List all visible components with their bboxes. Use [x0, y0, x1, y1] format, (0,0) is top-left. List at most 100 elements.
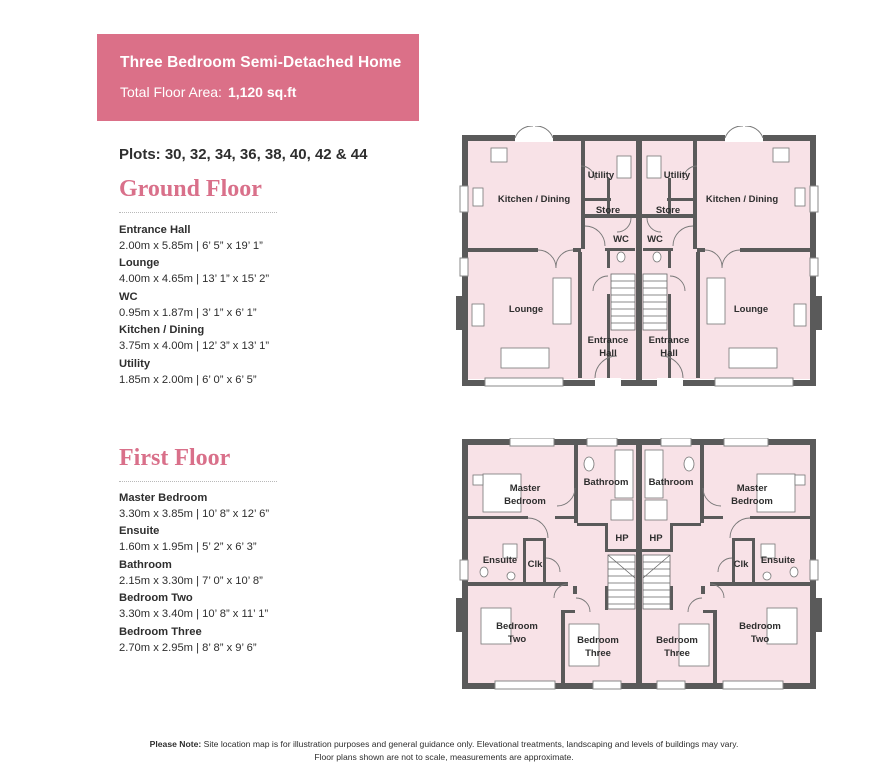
first-floor-plan-drawing: Master Bedroom Master Bedroom Bathroom B…	[456, 438, 822, 690]
plan-label-hall-right: Hall	[660, 348, 677, 359]
staircases	[607, 554, 671, 610]
plan-label-bathroom-right: Bathroom	[649, 477, 694, 488]
plan-label-hp-left: HP	[615, 533, 629, 544]
first-floor-divider	[119, 481, 277, 482]
plan-label-bed3-right: Bedroom	[656, 635, 698, 646]
note-line-1: Site location map is for illustration pu…	[203, 739, 739, 749]
room-name: Bedroom Three	[119, 625, 202, 638]
side-window-right-lower	[809, 257, 819, 277]
room-bedroom-three: Bedroom Three 2.70m x 2.95m | 8’ 8” x 9’ …	[119, 624, 379, 657]
internal-door-swings	[527, 487, 751, 613]
room-dimensions: 3.30m x 3.85m | 10’ 8” x 12’ 6”	[119, 508, 270, 520]
plan-label-hp-right: HP	[649, 533, 663, 544]
french-door-gap-left	[515, 134, 553, 142]
side-window-left	[459, 185, 469, 213]
room-ensuite: Ensuite 1.60m x 1.95m | 5’ 2” x 6’ 3”	[119, 523, 379, 556]
plan-label-three-left: Three	[585, 648, 611, 659]
french-door-swing-right	[724, 126, 764, 139]
plan-label-two-left: Two	[508, 634, 526, 645]
plan-label-kitchen-left: Kitchen / Dining	[498, 194, 571, 205]
front-window-left	[484, 377, 564, 387]
note-label: Please Note:	[149, 739, 202, 749]
front-window-right	[714, 377, 794, 387]
room-bedroom-two: Bedroom Two 3.30m x 3.40m | 10’ 8” x 11’ …	[119, 590, 379, 623]
french-door-gap-right	[725, 134, 763, 142]
room-name: Entrance Hall	[119, 224, 191, 236]
plan-label-clk-left: Clk	[528, 559, 544, 570]
plan-label-entrance-left: Entrance	[588, 335, 629, 346]
plan-label-bed3-left: Bedroom	[577, 635, 619, 646]
room-lounge: Lounge 4.00m x 4.65m | 13’ 1” x 15’ 2”	[119, 255, 379, 288]
plan-label-store-left: Store	[596, 205, 620, 216]
room-name: Bedroom Two	[119, 592, 193, 605]
room-dimensions: 4.00m x 4.65m | 13’ 1” x 15’ 2”	[119, 273, 270, 286]
disclaimer-note: Please Note: Site location map is for il…	[0, 739, 888, 749]
internal-walls-left	[468, 445, 636, 684]
internal-walls-right	[642, 141, 810, 378]
plan-label-clk-right: Clk	[734, 559, 750, 570]
plan-label-master-left: Master	[510, 483, 541, 494]
room-dimensions: 2.00m x 5.85m | 6’ 5” x 19’ 1”	[119, 240, 263, 252]
home-type-title: Three Bedroom Semi-Detached Home	[120, 54, 402, 71]
ground-floor-room-list: Entrance Hall 2.00m x 5.85m | 6’ 5” x 19’…	[119, 222, 379, 389]
staircases	[610, 273, 668, 331]
room-name: Ensuite	[119, 525, 160, 538]
plan-label-bathroom-left: Bathroom	[584, 477, 629, 488]
plan-label-utility-right: Utility	[664, 170, 691, 181]
plan-label-three-right: Three	[664, 648, 690, 659]
room-name: Utility	[119, 357, 151, 370]
plan-label-master-bedroom-right: Bedroom	[731, 496, 773, 507]
room-name: Lounge	[119, 257, 160, 270]
plan-label-two-right: Two	[751, 634, 769, 645]
room-dimensions: 3.30m x 3.40m | 10’ 8” x 11’ 1”	[119, 608, 269, 621]
room-name: Kitchen / Dining	[119, 324, 205, 337]
floor-area-value: 1,120 sq.ft	[227, 84, 297, 100]
rear-windows	[459, 438, 819, 690]
party-wall	[636, 442, 642, 686]
lounge-furniture	[471, 277, 807, 369]
disclaimer-note-line-2: Floor plans shown are not to scale, meas…	[314, 752, 574, 762]
ground-floor-heading: Ground Floor	[119, 176, 262, 202]
header-banner: Three Bedroom Semi-Detached Home Total F…	[97, 34, 419, 121]
plan-label-entrance-right: Entrance	[649, 335, 690, 346]
side-window-left-lower	[459, 257, 469, 277]
ground-floor-divider	[119, 212, 277, 213]
plan-label-wc-right: WC	[647, 234, 663, 245]
floor-area-label: Total Floor Area:	[120, 84, 222, 100]
plan-label-wc-left: WC	[613, 234, 629, 245]
plan-label-utility-left: Utility	[588, 170, 615, 181]
internal-door-swings	[537, 165, 741, 379]
plan-label-hall-left: Hall	[599, 348, 616, 359]
plan-label-master-right: Master	[737, 483, 768, 494]
party-wall	[636, 138, 642, 383]
room-name: WC	[119, 290, 138, 303]
plan-label-lounge-left: Lounge	[509, 304, 543, 315]
internal-walls-right	[642, 445, 810, 684]
ground-floor-plan: Kitchen / Dining Kitchen / Dining Utilit…	[455, 126, 825, 388]
front-door-gap-right	[657, 378, 683, 386]
chimney-left	[456, 598, 466, 632]
room-dimensions: 1.60m x 1.95m | 5’ 2” x 6’ 3”	[119, 541, 257, 554]
plan-label-bed2-right: Bedroom	[739, 621, 781, 632]
plan-label-master-bedroom-left: Bedroom	[504, 496, 546, 507]
plan-label-lounge-right: Lounge	[734, 304, 768, 315]
plan-label-bed2-left: Bedroom	[496, 621, 538, 632]
first-floor-plan: Master Bedroom Master Bedroom Bathroom B…	[455, 438, 825, 690]
internal-walls-left	[468, 141, 636, 378]
room-dimensions: 2.15m x 3.30m | 7’ 0” x 10’ 8”	[119, 574, 263, 587]
side-window-right	[809, 185, 819, 213]
room-entrance-hall: Entrance Hall 2.00m x 5.85m | 6’ 5” x 19’…	[119, 222, 379, 255]
plan-label-kitchen-right: Kitchen / Dining	[706, 194, 779, 205]
total-floor-area: Total Floor Area: 1,120 sq.ft	[120, 84, 296, 100]
chimney-right	[812, 598, 822, 632]
ground-floor-plan-drawing: Kitchen / Dining Kitchen / Dining Utilit…	[456, 126, 822, 387]
room-dimensions: 2.70m x 2.95m | 8’ 8” x 9’ 6”	[119, 641, 257, 654]
bedroom-furniture	[472, 473, 806, 667]
plan-label-store-right: Store	[656, 205, 680, 216]
kitchen-fixtures	[472, 147, 806, 263]
plan-label-ensuite-left: Ensuite	[483, 555, 517, 566]
plot-numbers: Plots: 30, 32, 34, 36, 38, 40, 42 & 44	[119, 146, 368, 163]
